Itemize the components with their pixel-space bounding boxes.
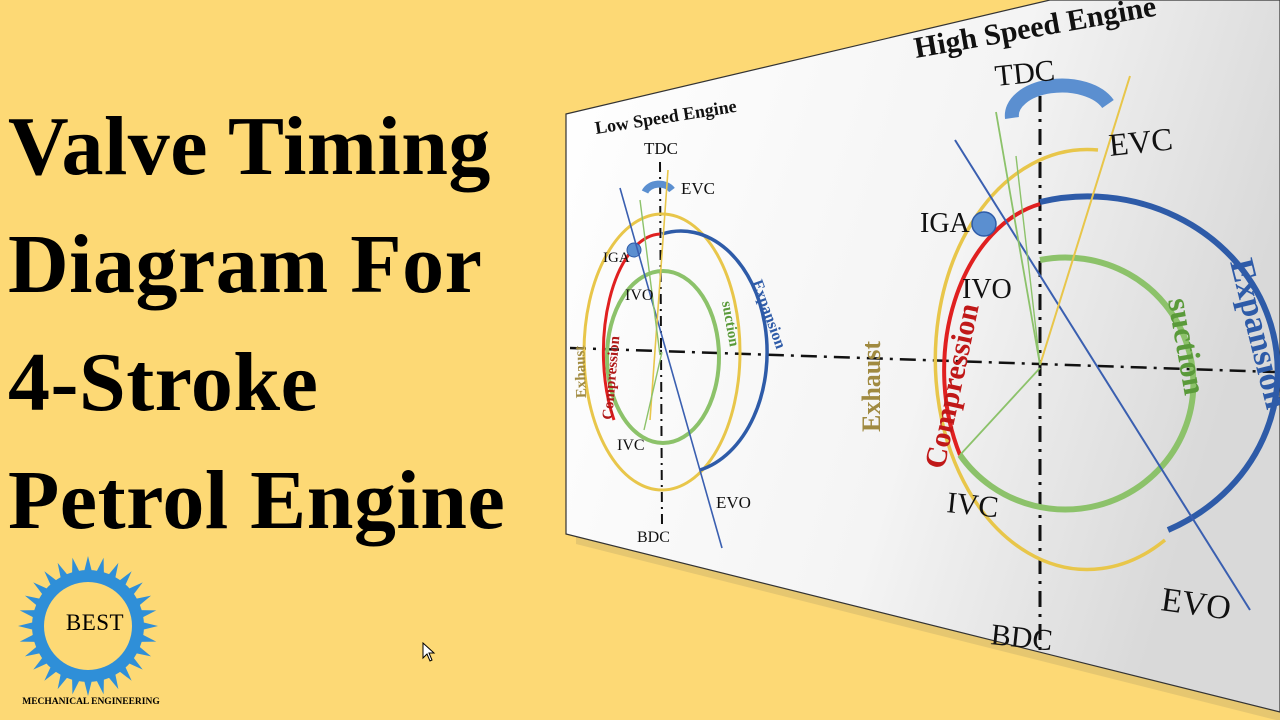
high-tdc-label: TDC — [993, 54, 1056, 93]
high-exhaust-arc — [933, 147, 1167, 572]
low-evc-label: EVC — [681, 179, 715, 198]
low-compression-arc — [601, 232, 661, 421]
low-ivo-line — [639, 199, 661, 356]
low-evo-line — [619, 187, 723, 549]
high-compression-arc — [942, 202, 1041, 456]
high-ivo-line-2 — [1015, 155, 1041, 366]
high-ivo-line — [995, 111, 1041, 366]
low-speed-diagram: Low Speed Engine TDC EVC IGA IVO IVC EVO… — [572, 96, 789, 549]
high-evc-line — [1039, 75, 1131, 366]
high-expansion-arc — [1039, 193, 1280, 533]
high-ivo-label: IVO — [962, 274, 1012, 305]
arrow-cursor-icon — [422, 642, 436, 662]
diagram-panel — [565, 0, 1280, 713]
low-tdc-label: TDC — [644, 139, 678, 158]
low-suction-arc — [605, 269, 721, 445]
low-bdc-label: BDC — [637, 529, 670, 546]
high-ivc-label: IVC — [945, 486, 1000, 524]
low-ivc-line — [643, 351, 663, 431]
high-evo-line — [954, 139, 1251, 611]
title-line-3: 4-Stroke — [8, 336, 319, 429]
logo-text: BEST — [65, 610, 125, 635]
high-iga-dot — [971, 211, 997, 237]
low-ivc-label: IVC — [617, 437, 645, 454]
title-line-1: Valve Timing — [8, 100, 491, 193]
low-iga-label: IGA — [603, 250, 630, 266]
low-vertical-axis — [659, 161, 663, 526]
high-exhaust-label: Exhaust — [857, 341, 886, 432]
gear-icon — [18, 556, 158, 696]
low-exhaust-arc — [582, 212, 742, 492]
low-expansion-arc — [661, 229, 769, 472]
logo-subtitle: MECHANICAL ENGINEERING — [22, 697, 160, 707]
high-iga-label: IGA — [920, 208, 971, 239]
page-title: Valve Timing Diagram For 4-Stroke Petrol… — [8, 88, 578, 560]
low-compression-label: Compression — [600, 335, 623, 421]
low-evc-line — [649, 169, 669, 421]
high-tdc-arc — [1004, 78, 1114, 119]
high-bdc-label: BDC — [989, 618, 1054, 657]
low-tdc-arc — [641, 180, 675, 194]
low-evo-label: EVO — [716, 493, 751, 512]
low-exhaust-label: Exhaust — [572, 345, 590, 398]
low-ivo-label: IVO — [625, 287, 653, 304]
low-iga-dot — [626, 242, 642, 258]
best-logo: BEST MECHANICAL ENGINEERING — [6, 552, 176, 720]
high-suction-arc — [957, 254, 1197, 513]
title-line-4: Petrol Engine — [8, 454, 506, 547]
title-line-2: Diagram For — [8, 218, 483, 311]
high-ivc-line — [959, 367, 1041, 456]
low-suction-label: suction — [718, 300, 742, 349]
high-evc-label: EVC — [1107, 120, 1174, 162]
